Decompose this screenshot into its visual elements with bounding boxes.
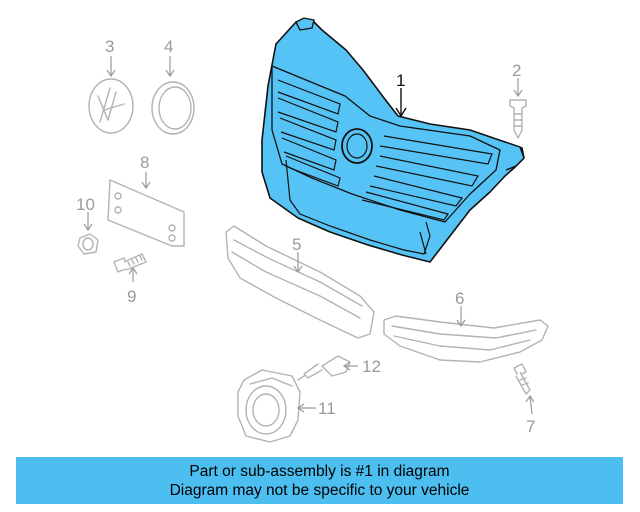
- callout-3: 3: [105, 37, 114, 56]
- callout-7: 7: [526, 417, 535, 436]
- info-banner: Part or sub-assembly is #1 in diagram Di…: [16, 457, 623, 504]
- callout-9: 9: [127, 287, 136, 306]
- banner-line-part-info: Part or sub-assembly is #1 in diagram: [189, 462, 450, 480]
- emblem-ring-part[interactable]: [151, 81, 195, 135]
- callout-8: 8: [140, 153, 149, 172]
- callout-4: 4: [164, 37, 173, 56]
- license-bracket-part[interactable]: [107, 179, 185, 247]
- callout-5: 5: [292, 235, 301, 254]
- lower-molding-part[interactable]: [225, 225, 375, 339]
- push-clip-part[interactable]: [509, 99, 527, 139]
- nut-part[interactable]: [77, 233, 99, 255]
- emblem-part[interactable]: [88, 78, 134, 134]
- grille-part-highlighted[interactable]: [261, 17, 525, 263]
- sensor-part[interactable]: [237, 369, 301, 443]
- bolt-part[interactable]: [113, 253, 147, 273]
- callout-2: 2: [512, 61, 521, 80]
- connector-part[interactable]: [297, 355, 351, 381]
- callout-11: 11: [318, 399, 336, 418]
- leader-lines: [83, 56, 535, 415]
- side-molding-part[interactable]: [383, 315, 549, 363]
- parts-diagram: 1 2 3 4 5 6 7 8 9 10 11 12: [76, 17, 549, 443]
- callout-labels: 1 2 3 4 5 6 7 8 9 10 11 12: [76, 37, 535, 436]
- screw-part[interactable]: [513, 363, 531, 395]
- banner-line-disclaimer: Diagram may not be specific to your vehi…: [169, 481, 470, 499]
- callout-6: 6: [455, 289, 464, 308]
- callout-12: 12: [362, 357, 381, 376]
- callout-1: 1: [396, 71, 405, 90]
- callout-10: 10: [76, 195, 95, 214]
